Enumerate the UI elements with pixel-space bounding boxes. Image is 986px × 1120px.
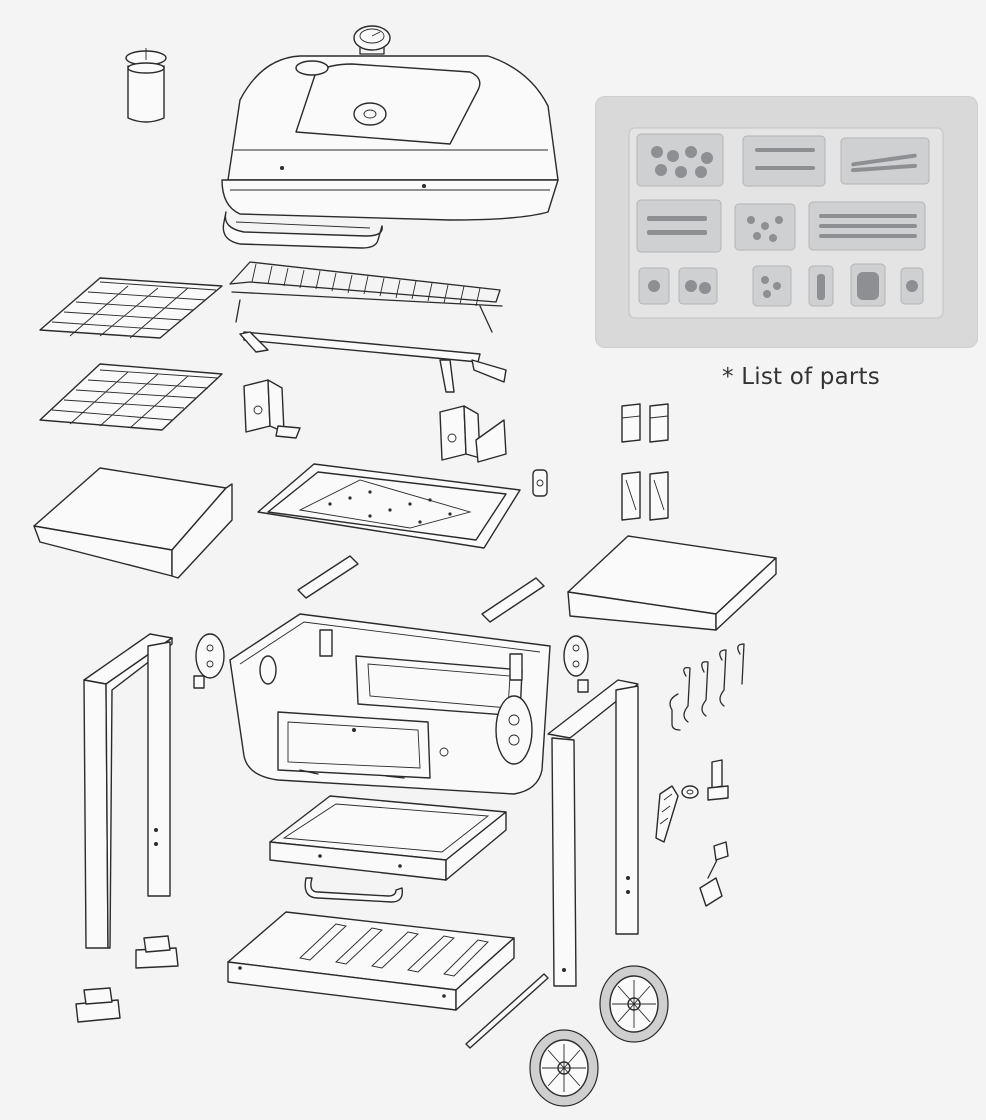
- bracket-right: [439, 405, 507, 463]
- tool-hooks: [669, 643, 745, 731]
- side-damper-right: [563, 635, 589, 693]
- thermometer-gauge: [353, 25, 391, 55]
- handle-grip: [655, 785, 679, 843]
- support-strip-right: [481, 577, 545, 623]
- cooking-grate-2: [39, 363, 223, 431]
- warming-rack: [229, 261, 503, 333]
- leg-right: [547, 679, 639, 987]
- hardware-parts-photo: [595, 96, 978, 348]
- hardware-blister-pack: [628, 127, 944, 319]
- firebox: [229, 613, 551, 795]
- charcoal-pan: [257, 463, 521, 549]
- side-shelf-right: [567, 535, 777, 631]
- wheel-axle: [465, 973, 549, 1049]
- l-bracket: [707, 759, 729, 801]
- parts-caption: * List of parts: [722, 364, 880, 390]
- small-latch: [532, 469, 548, 497]
- support-strip-left: [297, 555, 359, 599]
- ash-tray-handle: [304, 877, 403, 903]
- crank-handle: [699, 841, 729, 907]
- side-shelf-left: [33, 467, 233, 579]
- ash-tray: [269, 795, 507, 881]
- cooking-grate-1: [39, 277, 223, 339]
- wheel-1: [599, 965, 669, 1043]
- chimney-vent: [125, 48, 167, 123]
- charcoal-adjuster-bar: [239, 331, 507, 393]
- wheel-2: [529, 1029, 599, 1107]
- lid-handle: [222, 211, 383, 249]
- side-damper-left: [193, 633, 225, 689]
- bracket-left: [243, 379, 301, 439]
- foot-cap-2: [75, 987, 121, 1023]
- clip-set-upper: [621, 403, 669, 443]
- leg-left: [83, 633, 173, 949]
- grill-lid: [221, 55, 559, 221]
- bottom-shelf: [227, 911, 515, 1011]
- clip-set-lower: [621, 471, 669, 521]
- foot-cap-1: [135, 935, 179, 969]
- washer-nut: [681, 785, 699, 799]
